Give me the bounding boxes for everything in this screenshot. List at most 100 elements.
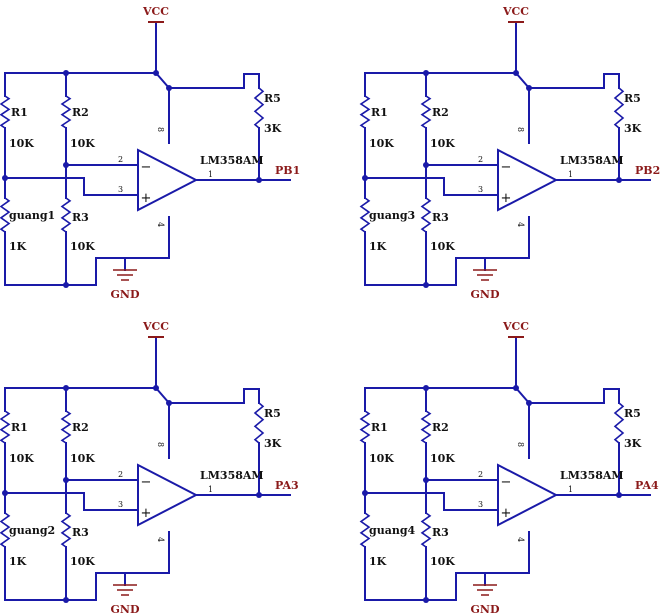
junction-dot (63, 70, 69, 76)
r5-value: 3K (264, 122, 282, 135)
r5-value: 3K (264, 437, 282, 450)
junction-dot (616, 177, 622, 183)
junction-dot (2, 175, 8, 181)
gnd-label: GND (471, 603, 500, 613)
wire (154, 386, 170, 459)
junction-dot (63, 385, 69, 391)
opamp-symbol (497, 148, 559, 212)
resistor-r5 (253, 87, 265, 129)
junction-dot (63, 597, 69, 603)
pin-noninverting: 3 (118, 500, 123, 509)
opamp-label: LM358AM (560, 154, 624, 167)
r1-ref: R1 (11, 106, 28, 119)
r2-ref: R2 (72, 106, 89, 119)
r2-ref: R2 (432, 421, 449, 434)
junction-dot (423, 162, 429, 168)
r5-ref: R5 (264, 92, 281, 105)
wire (528, 388, 620, 404)
pin-inverting: 2 (478, 155, 483, 164)
photoresistor-guang (359, 512, 371, 548)
ldr-value: 1K (9, 240, 27, 253)
opamp-label: LM358AM (560, 469, 624, 482)
pin-supply-positive: 8 (516, 127, 525, 132)
junction-dot (166, 85, 172, 91)
pin-noninverting: 3 (478, 500, 483, 509)
circuit-4: VCCGNDR110KR210KR310Kguang41KR53KLM358AM… (359, 320, 659, 613)
pin-supply-positive: 8 (516, 442, 525, 447)
pin-output: 1 (568, 170, 573, 179)
photoresistor-guang (359, 197, 371, 233)
pin-supply-negative: 4 (156, 537, 165, 542)
r2-ref: R2 (432, 106, 449, 119)
r1-value: 10K (369, 452, 394, 465)
ldr-ref: guang4 (369, 524, 416, 537)
r2-value: 10K (430, 452, 455, 465)
junction-dot (423, 477, 429, 483)
output-net-label: PA3 (275, 479, 299, 492)
resistor-r5 (613, 402, 625, 444)
pin-inverting: 2 (478, 470, 483, 479)
opamp-label: LM358AM (200, 154, 264, 167)
pin-inverting: 2 (118, 155, 123, 164)
r2-ref: R2 (72, 421, 89, 434)
junction-dot (423, 282, 429, 288)
resistor-r2 (420, 410, 432, 444)
r1-value: 10K (9, 452, 34, 465)
plus-sign: + (141, 506, 152, 521)
ground-symbol (473, 584, 497, 596)
wire (65, 531, 170, 601)
minus-sign: − (501, 160, 512, 175)
pin-noninverting: 3 (118, 185, 123, 194)
junction-dot (256, 492, 262, 498)
resistor-r1 (359, 410, 371, 444)
r1-ref: R1 (371, 421, 388, 434)
r3-value: 10K (70, 240, 95, 253)
resistor-r3 (60, 197, 72, 233)
ldr-ref: guang3 (369, 209, 415, 222)
r1-value: 10K (9, 137, 34, 150)
r5-ref: R5 (264, 407, 281, 420)
r5-ref: R5 (624, 407, 641, 420)
wire (514, 386, 530, 459)
ldr-value: 1K (369, 555, 387, 568)
ground-symbol (113, 584, 137, 596)
resistor-r2 (60, 95, 72, 129)
resistor-r2 (60, 410, 72, 444)
resistor-r3 (420, 197, 432, 233)
pin-output: 1 (568, 485, 573, 494)
r2-value: 10K (70, 452, 95, 465)
gnd-label: GND (111, 603, 140, 613)
plus-sign: + (501, 506, 512, 521)
pin-supply-negative: 4 (516, 222, 525, 227)
ground-symbol (473, 269, 497, 281)
wire (168, 73, 260, 89)
junction-dot (63, 477, 69, 483)
resistor-r1 (359, 95, 371, 129)
gnd-label: GND (111, 288, 140, 301)
junction-dot (423, 385, 429, 391)
minus-sign: − (141, 160, 152, 175)
pin-supply-positive: 8 (156, 442, 165, 447)
junction-dot (526, 85, 532, 91)
r5-value: 3K (624, 122, 642, 135)
wire (364, 492, 499, 511)
junction-dot (362, 490, 368, 496)
r3-ref: R3 (72, 526, 89, 539)
opamp-symbol (497, 463, 559, 527)
circuit-1: VCCGNDR110KR210KR310Kguang11KR53KLM358AM… (0, 5, 300, 301)
r3-value: 10K (430, 555, 455, 568)
vcc-label: VCC (502, 320, 529, 333)
junction-dot (2, 490, 8, 496)
junction-dot (423, 70, 429, 76)
junction-dot (423, 597, 429, 603)
r5-ref: R5 (624, 92, 641, 105)
pin-output: 1 (208, 485, 213, 494)
plus-sign: + (501, 191, 512, 206)
wire (65, 216, 170, 286)
ldr-ref: guang2 (9, 524, 55, 537)
pin-supply-positive: 8 (156, 127, 165, 132)
r3-ref: R3 (432, 211, 449, 224)
r3-ref: R3 (432, 526, 449, 539)
gnd-label: GND (471, 288, 500, 301)
resistor-r3 (60, 512, 72, 548)
